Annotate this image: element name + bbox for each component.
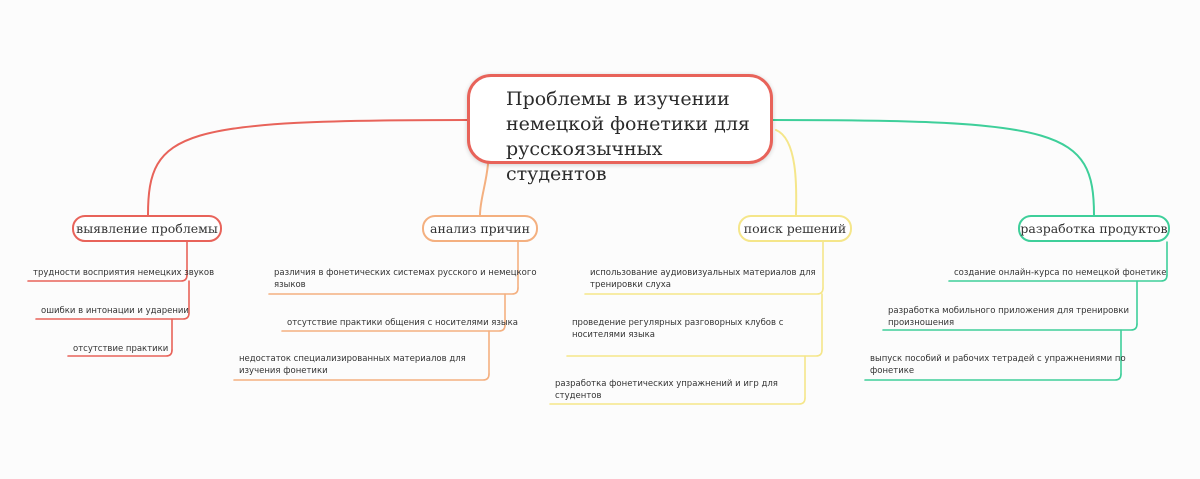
subtopic-text: выпуск пособий и рабочих тетрадей с упра… [870,354,1126,364]
subtopic-item[interactable]: отсутствие практики [73,343,168,355]
subtopic-text: носителями языка [572,330,656,340]
subtopic-underline [864,373,1122,381]
subtopic-underline [233,373,490,381]
root-topic[interactable]: Проблемы в изучении немецкой фонетики дл… [467,74,773,185]
subtopic-text: отсутствие практики [73,344,169,354]
subtopic-text: фонетике [870,366,915,376]
connector-root-branch [775,129,798,216]
subtopic-underline [268,287,519,295]
subtopic-underline [27,274,188,282]
branch-cause-analysis[interactable]: анализ причин [422,215,538,242]
branch-product-development[interactable]: разработка продуктов [1018,215,1170,242]
subtopic-text: различия в фонетических системах русског… [274,268,537,278]
subtopic-item[interactable]: ошибки в интонации и ударении [41,305,189,317]
subtopic-underline [549,397,806,405]
subtopic-text: произношения [888,318,955,328]
subtopic-text: разработка мобильного приложения для тре… [888,306,1130,316]
subtopic-text: создание онлайн-курса по немецкой фонети… [954,268,1167,278]
subtopic-underline [35,312,190,320]
subtopic-underline [281,324,506,332]
subtopic-item[interactable]: использование аудиовизуальных материалов… [590,267,816,291]
subtopic-text: ошибки в интонации и ударении [41,306,189,316]
subtopic-underline [566,349,823,357]
subtopic-item[interactable]: отсутствие практики общения с носителями… [287,317,518,329]
connector-root-branch [479,163,489,216]
connector-root-branch [147,119,468,216]
subtopic-item[interactable]: недостаток специализированных материалов… [239,353,466,377]
root-topic-title: Проблемы в изучении немецкой фонетики дл… [506,87,766,187]
root-title-line: немецкой фонетики для [506,113,750,135]
connector-root-branch [772,119,1095,216]
subtopic-item[interactable]: разработка фонетических упражнений и игр… [555,378,778,402]
subtopic-underline [948,274,1168,282]
subtopic-text: изучения фонетики [239,366,328,376]
subtopic-item[interactable]: трудности восприятия немецких звуков [33,267,214,279]
subtopic-text: недостаток специализированных материалов… [239,354,466,364]
subtopic-item[interactable]: различия в фонетических системах русског… [274,267,537,291]
subtopic-text: разработка фонетических упражнений и игр… [555,379,778,389]
subtopic-item[interactable]: выпуск пособий и рабочих тетрадей с упра… [870,353,1126,377]
root-title-line: русскоязычных студентов [506,138,663,185]
subtopic-item[interactable]: создание онлайн-курса по немецкой фонети… [954,267,1167,279]
branch-solution-search[interactable]: поиск решений [738,215,852,242]
subtopic-text: трудности восприятия немецких звуков [33,268,215,278]
subtopic-text: студентов [555,391,602,401]
subtopic-text: проведение регулярных разговорных клубов… [572,318,784,328]
subtopic-text: языков [274,280,306,290]
branch-problem-identification[interactable]: выявление проблемы [72,215,222,242]
subtopic-item[interactable]: проведение регулярных разговорных клубов… [572,317,783,341]
subtopic-underline [67,349,173,357]
root-title-line: Проблемы в изучении [506,88,730,110]
subtopic-underline [882,323,1138,331]
subtopic-text: использование аудиовизуальных материалов… [590,268,816,278]
subtopic-text: отсутствие практики общения с носителями… [287,318,518,328]
subtopic-text: тренировки слуха [590,280,671,290]
subtopic-underline [584,287,824,295]
subtopic-item[interactable]: разработка мобильного приложения для тре… [888,305,1129,329]
